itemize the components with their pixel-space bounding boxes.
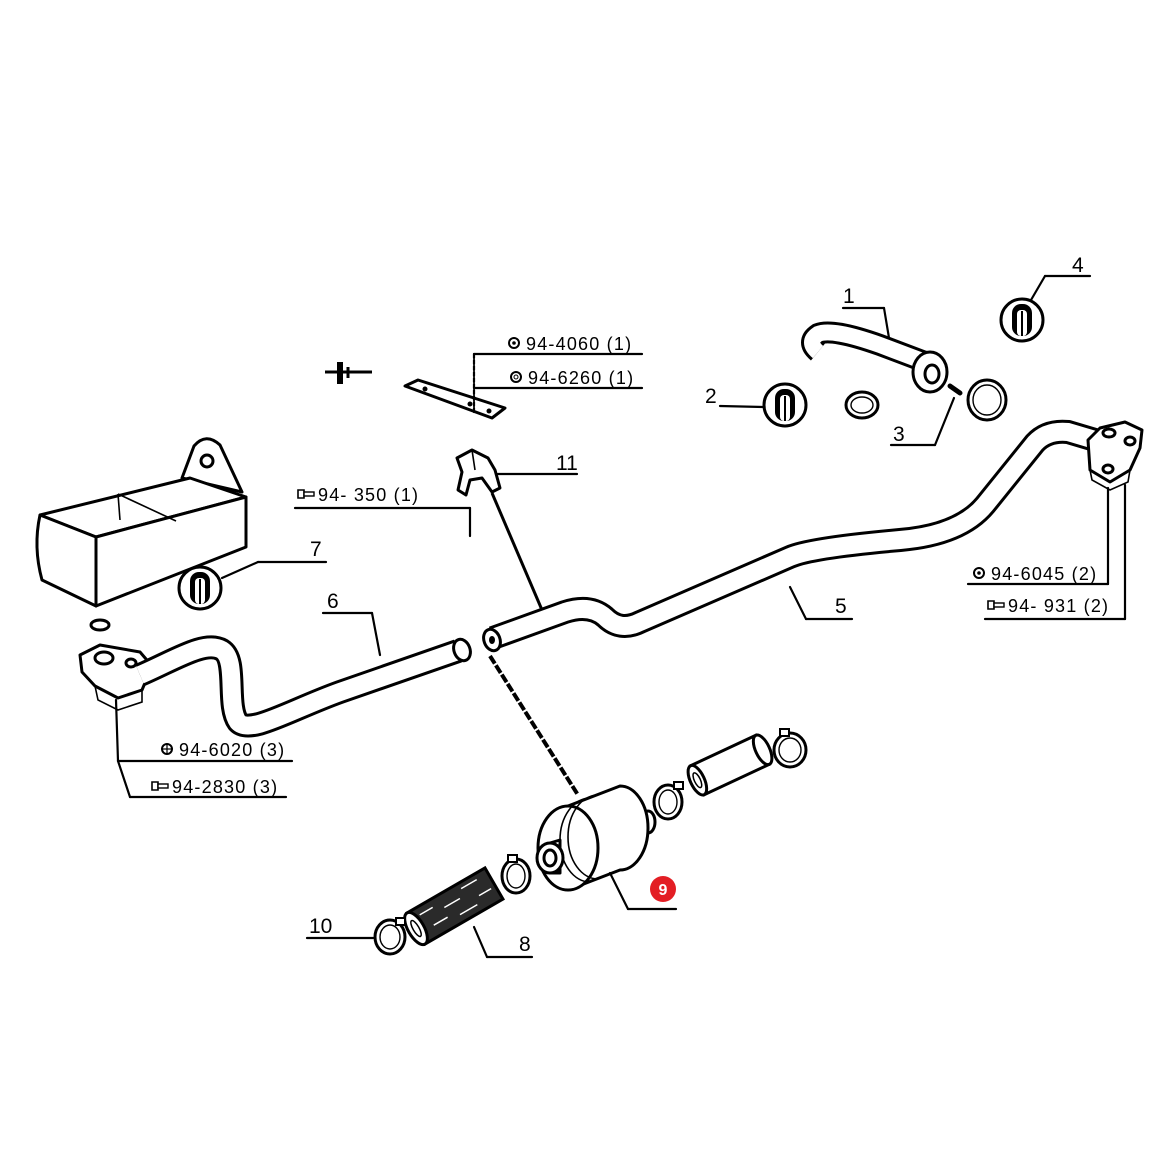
callout-label-6[interactable]: 6 bbox=[327, 590, 339, 613]
tail-pipe bbox=[801, 321, 949, 394]
part-ref-text: 94- 931 (2) bbox=[1008, 596, 1109, 616]
bolt-icon bbox=[987, 600, 1005, 610]
fastener-callout-icon-2 bbox=[762, 382, 808, 428]
part-ref-94-350: 94- 350 (1) bbox=[293, 485, 472, 538]
part-ref-94-6045: 94-6045 (2) bbox=[966, 486, 1110, 586]
bolt-icon bbox=[297, 489, 315, 499]
callout-3[interactable]: 3 bbox=[889, 396, 956, 447]
bolt-detail-icon bbox=[325, 362, 372, 384]
tank bbox=[35, 437, 248, 608]
gasket-ring-2 bbox=[844, 390, 880, 420]
callout-6[interactable]: 6 bbox=[321, 590, 382, 657]
flex-hose-rear bbox=[686, 733, 774, 797]
nut-icon bbox=[973, 567, 985, 579]
mounting-plate bbox=[403, 378, 507, 420]
nut-icon bbox=[508, 337, 520, 349]
hanger-strap-lower bbox=[488, 654, 580, 797]
bolt-3 bbox=[947, 383, 963, 396]
callout-label-4[interactable]: 4 bbox=[1072, 254, 1084, 277]
callout-10[interactable]: 10 bbox=[305, 915, 375, 940]
part-ref-94-4060: 94-4060 (1) bbox=[472, 334, 644, 414]
part-ref-text: 94-6045 (2) bbox=[991, 564, 1097, 584]
callout-8[interactable]: 8 bbox=[472, 925, 534, 959]
callout-label-9[interactable]: 9 bbox=[659, 882, 668, 899]
callout-label-5[interactable]: 5 bbox=[835, 595, 847, 618]
fastener-callout-icon-4 bbox=[999, 297, 1045, 343]
part-ref-text: 94-2830 (3) bbox=[172, 777, 278, 797]
exhaust-pipe-main bbox=[482, 419, 1099, 653]
callout-5[interactable]: 5 bbox=[788, 585, 854, 621]
exhaust-pipe-front bbox=[135, 635, 472, 738]
callout-1[interactable]: 1 bbox=[841, 285, 891, 340]
part-ref-text: 94- 350 (1) bbox=[318, 485, 419, 505]
callout-label-11[interactable]: 11 bbox=[556, 452, 578, 475]
manifold-flange-right bbox=[1086, 420, 1144, 491]
callout-label-3[interactable]: 3 bbox=[893, 423, 905, 446]
hose-clamp-rear bbox=[772, 728, 808, 769]
part-ref-text: 94-6260 (1) bbox=[528, 368, 634, 388]
part-ref-94-931: 94- 931 (2) bbox=[983, 483, 1127, 621]
manifold-flange-left bbox=[78, 643, 154, 711]
callout-7[interactable]: 7 bbox=[220, 538, 328, 580]
flex-hose-front bbox=[403, 865, 506, 947]
hose-clamp-muffler-front bbox=[500, 854, 532, 895]
callout-label-8[interactable]: 8 bbox=[519, 933, 531, 956]
nut-icon bbox=[161, 743, 173, 755]
callout-label-2[interactable]: 2 bbox=[705, 385, 717, 408]
callout-11[interactable]: 11 bbox=[496, 452, 579, 476]
hose-clamp-10 bbox=[373, 917, 407, 956]
gasket-ring-4 bbox=[966, 378, 1008, 422]
callout-4[interactable]: 4 bbox=[1029, 254, 1092, 302]
hanger-strap-upper bbox=[490, 492, 544, 611]
callout-label-1[interactable]: 1 bbox=[843, 285, 855, 308]
callout-9[interactable]: 9 bbox=[608, 871, 678, 911]
callout-2[interactable]: 2 bbox=[705, 385, 765, 409]
part-ref-text: 94-6020 (3) bbox=[179, 740, 285, 760]
callout-badge-9[interactable] bbox=[650, 876, 676, 902]
fastener-callout-icon-7 bbox=[177, 565, 223, 611]
hose-clamp-muffler-rear bbox=[652, 781, 684, 821]
small-washer bbox=[89, 618, 111, 632]
part-ref-94-6260: 94-6260 (1) bbox=[472, 368, 644, 390]
callout-label-10[interactable]: 10 bbox=[309, 915, 332, 938]
part-ref-text: 94-4060 (1) bbox=[526, 334, 632, 354]
part-ref-94-6020: 94-6020 (3) bbox=[114, 698, 294, 763]
callout-label-7[interactable]: 7 bbox=[310, 538, 322, 561]
muffler bbox=[535, 784, 657, 892]
bolt-icon bbox=[151, 781, 169, 791]
hanger-bracket bbox=[455, 448, 502, 497]
washer-icon bbox=[510, 371, 522, 383]
part-ref-94-2830: 94-2830 (3) bbox=[116, 759, 288, 799]
